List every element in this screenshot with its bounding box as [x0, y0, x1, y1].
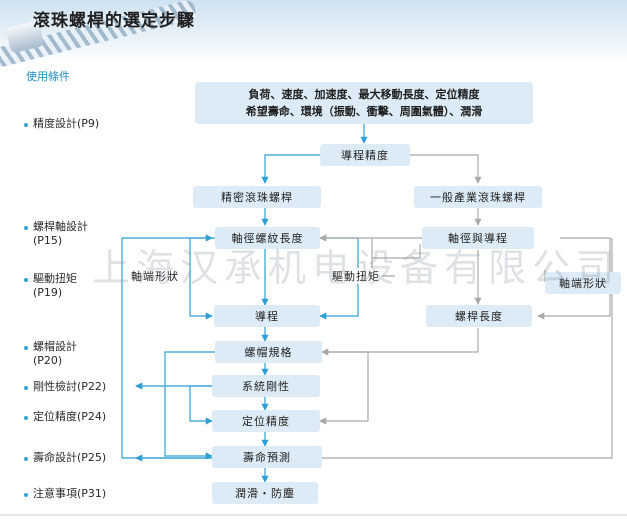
bullet-icon [24, 278, 28, 282]
edge-gray-mid [372, 244, 421, 259]
edge-rigidity-positioning-side [189, 385, 213, 425]
edge-life-feedback-right [322, 238, 613, 459]
bullet-icon [24, 346, 28, 350]
bullet-icon [24, 416, 28, 420]
node-general-ball-screw: 一般產業滾珠螺桿 [414, 186, 542, 208]
side-ref-life[interactable]: 壽命設計(P25) [33, 451, 107, 464]
node-life-prediction: 壽命預測 [212, 446, 322, 468]
edge-lead-general [410, 154, 482, 184]
conditions-line-2: 希望壽命、環境（振動、衝擊、周圍氣體）、潤滑 [245, 105, 483, 118]
edge-nut-life [164, 351, 215, 460]
side-ref-accuracy[interactable]: 精度設計(P9) [33, 117, 100, 130]
node-lubrication-dustproof: 潤滑・防塵 [212, 482, 318, 504]
node-system-rigidity: 系統剛性 [212, 375, 320, 397]
node-shaft-and-lead: 軸徑與導程 [422, 227, 534, 249]
bullet-icon [24, 386, 28, 390]
label-end-shape-left: 軸端形狀 [129, 268, 181, 284]
bullet-icon [24, 226, 28, 230]
side-ref-shaft[interactable]: 螺桿軸設計 (P15) [33, 220, 88, 247]
conditions-line-1: 負荷、速度、加速度、最大移動長度、定位精度 [248, 88, 480, 101]
bullet-icon [24, 123, 28, 127]
node-shaft-thread-length: 軸徑螺紋長度 [215, 227, 320, 249]
side-ref-positioning[interactable]: 定位精度(P24) [33, 410, 107, 423]
footer-divider [0, 514, 627, 516]
side-ref-torque[interactable]: 驅動扭矩 (P19) [33, 272, 77, 299]
node-screw-length: 螺桿長度 [426, 305, 532, 327]
header-banner: 滾珠螺桿的選定步驟 [0, 0, 627, 70]
node-lead-accuracy: 導程精度 [320, 144, 410, 166]
page-title: 滾珠螺桿的選定步驟 [33, 11, 195, 31]
bullet-icon [24, 457, 28, 461]
conditions-box: 負荷、速度、加速度、最大移動長度、定位精度 希望壽命、環境（振動、衝擊、周圍氣體… [195, 82, 533, 124]
edge-nut-positioning-gray [319, 351, 369, 425]
node-lead: 導程 [214, 305, 320, 327]
node-precision-ball-screw: 精密滾珠螺桿 [193, 186, 321, 208]
side-ref-nut[interactable]: 螺帽設計 (P20) [33, 340, 77, 367]
conditions-label: 使用條件 [26, 70, 70, 83]
node-positioning-accuracy: 定位精度 [212, 410, 320, 432]
node-end-shape-right: 軸端形狀 [545, 272, 621, 294]
node-nut-spec: 螺帽規格 [215, 341, 322, 363]
side-ref-rigidity[interactable]: 剛性檢討(P22) [33, 380, 107, 393]
edge-lead-precision [261, 154, 320, 184]
label-drive-torque: 驅動扭矩 [330, 268, 382, 284]
edge-length-nut [321, 328, 479, 356]
side-ref-notes[interactable]: 注意事項(P31) [33, 487, 107, 500]
bullet-icon [24, 493, 28, 497]
watermark: 上海汉承机电设备有限公司 [92, 246, 621, 290]
